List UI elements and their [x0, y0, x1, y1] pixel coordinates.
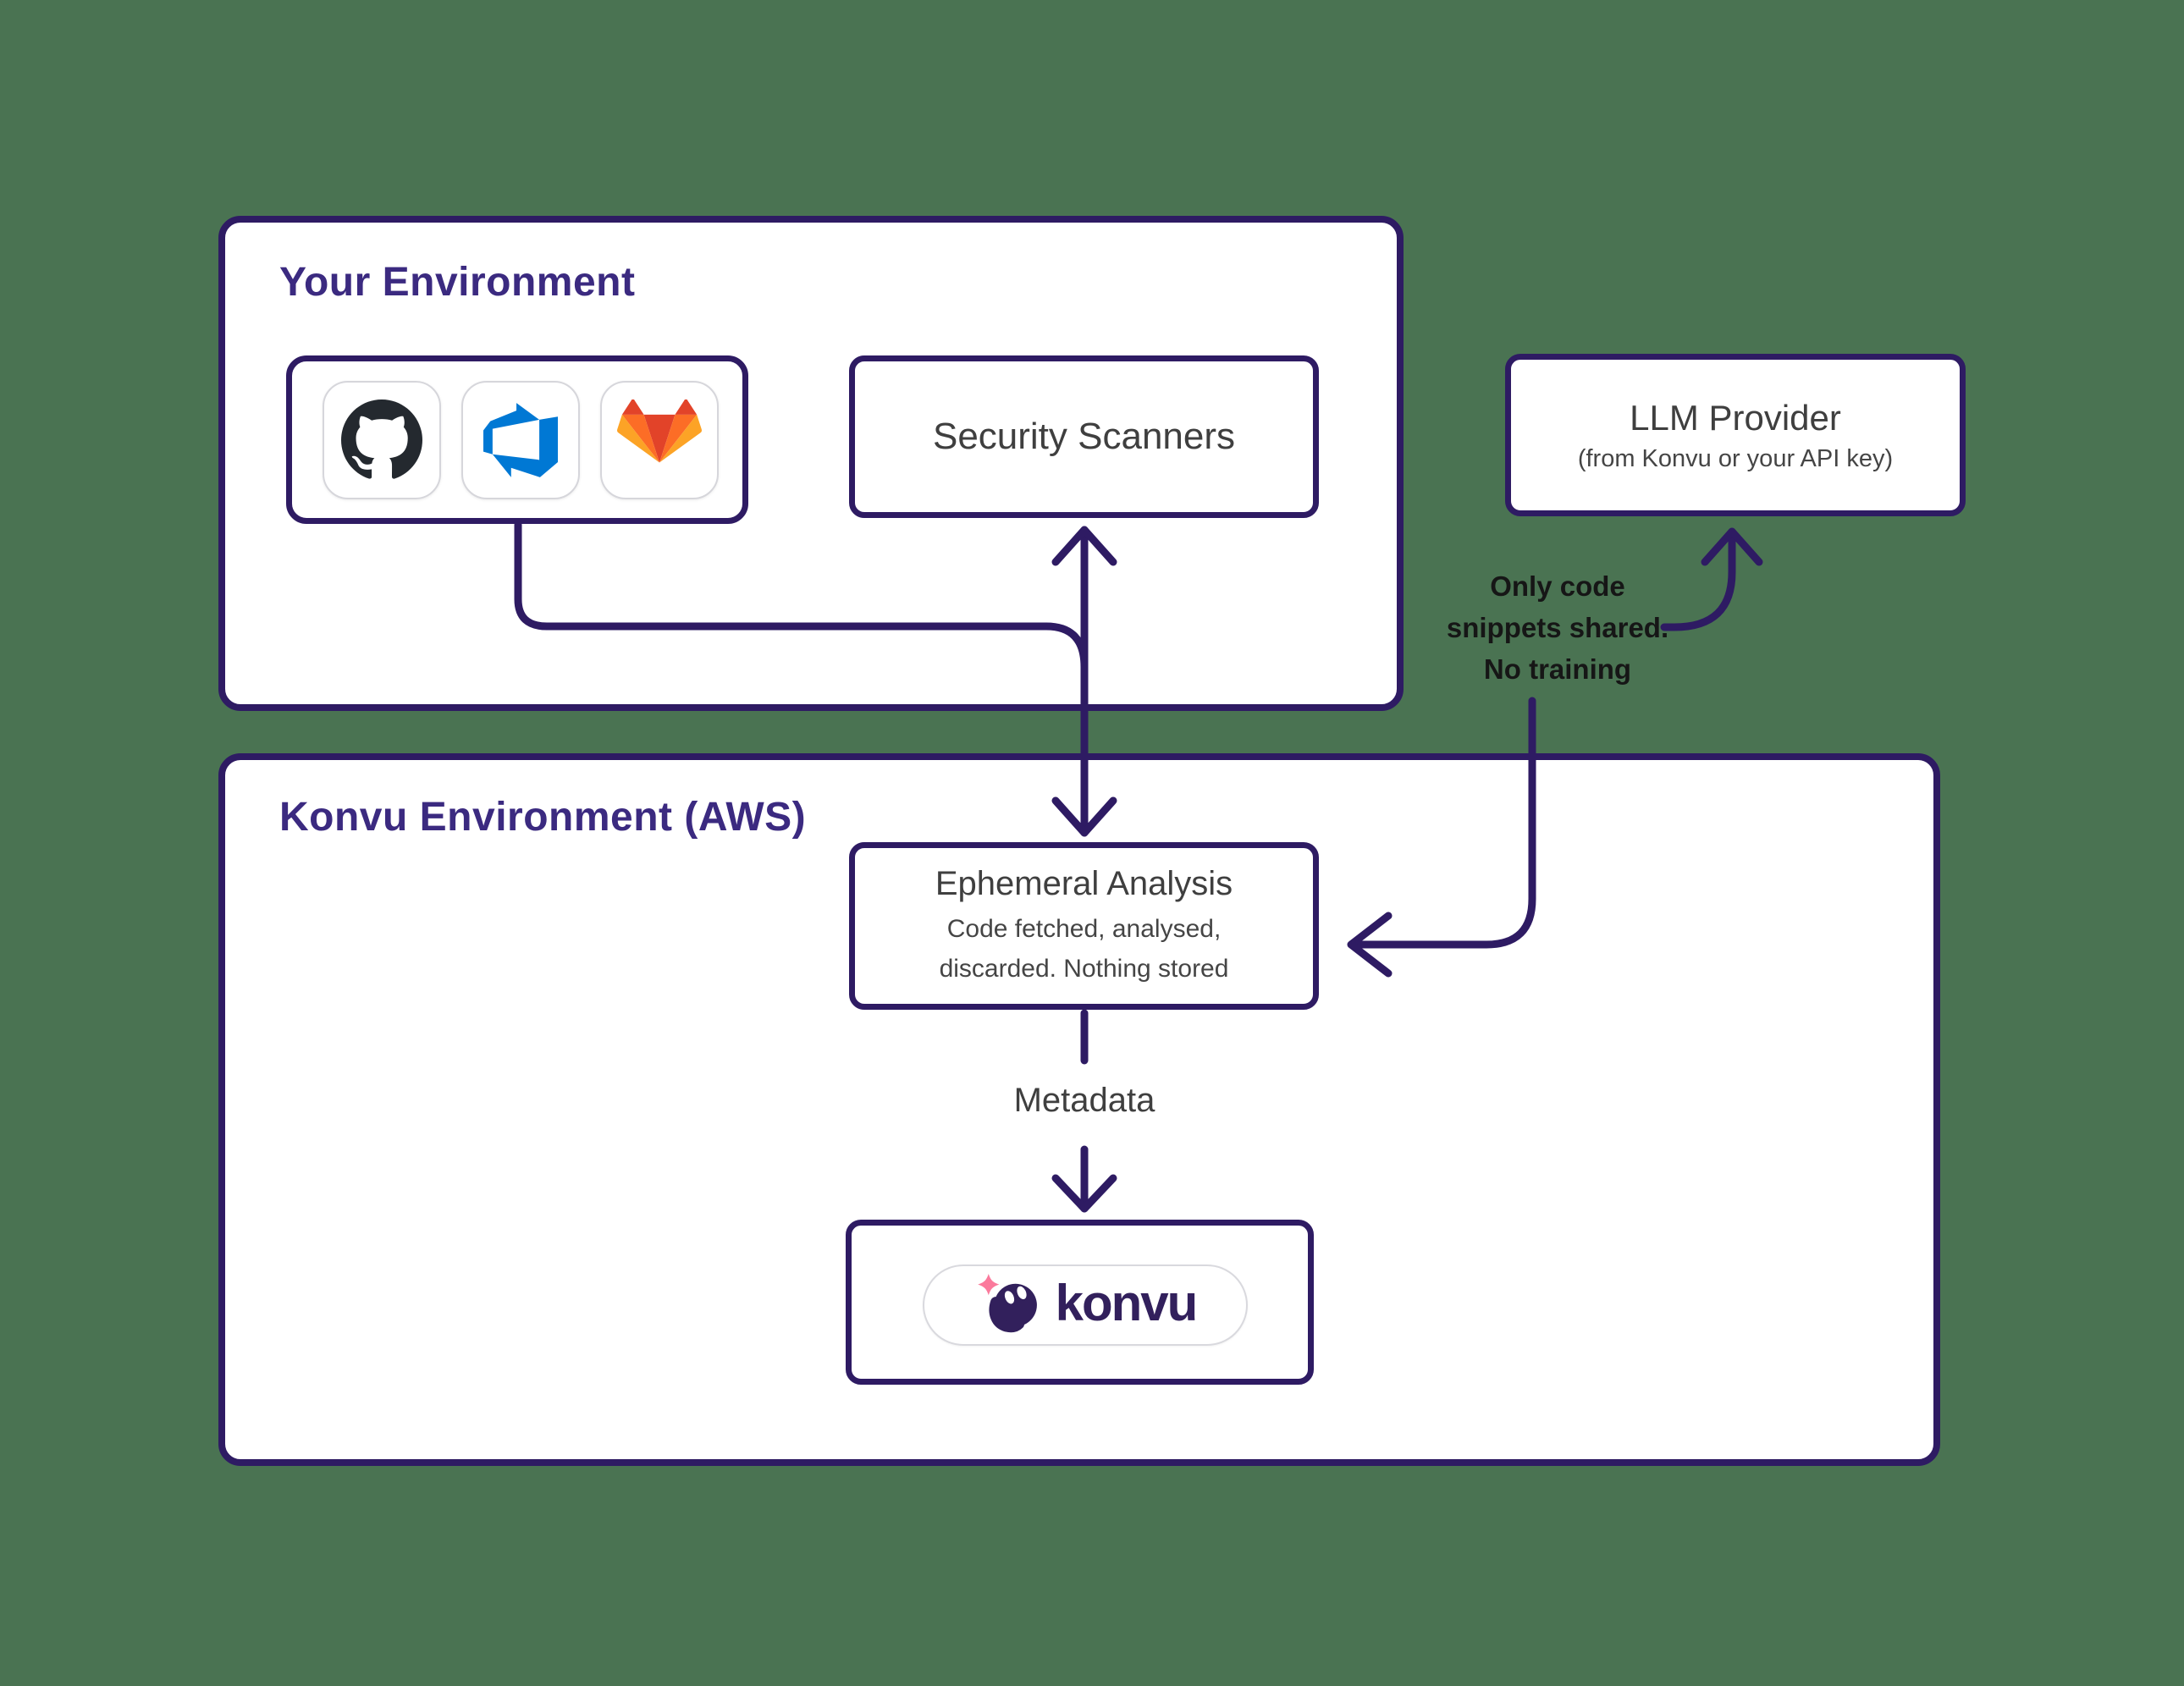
- konvu-wordmark: konvu: [1055, 1274, 1199, 1331]
- konvu-sparkle-icon: [977, 1274, 1000, 1296]
- provider-tile-azure-devops: [461, 381, 580, 499]
- security-scanners-box: Security Scanners: [849, 355, 1319, 518]
- arrowhead-up-into-llm: [1701, 527, 1763, 566]
- source-providers-group: [286, 355, 748, 524]
- provider-tile-gitlab: [600, 381, 719, 499]
- metadata-label: Metadata: [1013, 1082, 1155, 1119]
- security-scanners-label: Security Scanners: [932, 416, 1236, 457]
- azure-devops-icon: [483, 403, 558, 477]
- konvu-box: konvu: [846, 1220, 1314, 1385]
- llm-provider-subtitle: (from Konvu or your API key): [1577, 444, 1894, 472]
- llm-provider-title: LLM Provider: [1630, 397, 1841, 438]
- ephemeral-analysis-subtitle-line1: Code fetched, analysed,: [946, 914, 1222, 943]
- privacy-note: Only code snippets shared. No training: [1388, 565, 1727, 690]
- github-icon: [341, 399, 422, 479]
- privacy-note-line-3: No training: [1483, 653, 1632, 685]
- llm-provider-box: LLM Provider (from Konvu or your API key…: [1505, 354, 1966, 516]
- gitlab-icon: [617, 399, 702, 463]
- privacy-note-line-2: snippets shared.: [1446, 612, 1669, 643]
- your-environment-title: Your Environment: [279, 260, 636, 305]
- ephemeral-analysis-box: Ephemeral Analysis Code fetched, analyse…: [849, 842, 1319, 1010]
- konvu-logo-pill: konvu: [923, 1264, 1248, 1346]
- provider-tile-github: [323, 381, 441, 499]
- konvu-ghost-icon: [977, 1274, 1037, 1333]
- privacy-note-line-1: Only code: [1490, 570, 1625, 602]
- ephemeral-analysis-subtitle-line2: discarded. Nothing stored: [939, 954, 1229, 983]
- konvu-environment-title: Konvu Environment (AWS): [279, 795, 807, 840]
- ephemeral-analysis-title: Ephemeral Analysis: [935, 864, 1233, 902]
